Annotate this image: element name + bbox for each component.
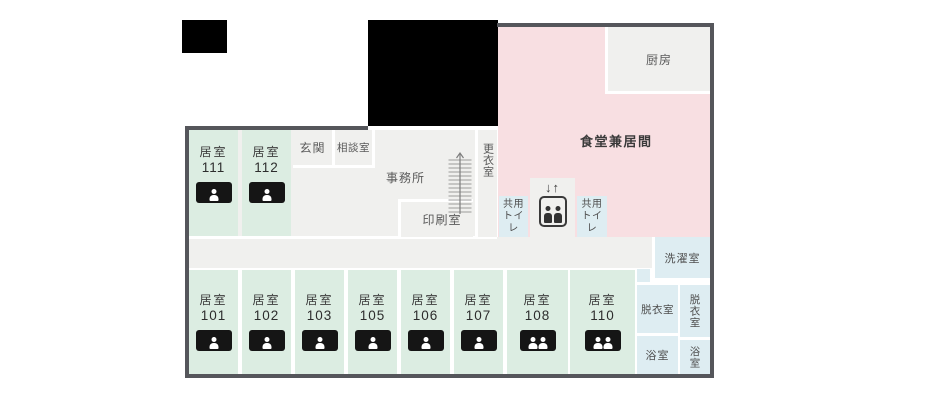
room-label: 居室 (199, 145, 228, 160)
kitchen-room: 厨房 (605, 27, 710, 94)
person-silhouette (474, 337, 483, 349)
room-label: 居室 (411, 293, 440, 308)
person-silhouette (315, 337, 324, 349)
occupant-icon (195, 181, 232, 203)
room-label: 居室 (523, 293, 552, 308)
room-label: 居室 (252, 293, 281, 308)
residence-room-111[interactable]: 居室 111 (189, 130, 238, 236)
undressing-room-left: 脱衣室 (637, 285, 678, 333)
person-silhouette (603, 337, 612, 349)
corridor-divider-line (189, 236, 497, 239)
residence-room-112[interactable]: 居室 112 (242, 130, 291, 236)
residence-room-103[interactable]: 居室 103 (295, 270, 344, 374)
dining-room-label: 食堂兼居間 (580, 134, 653, 149)
stairs-icon (448, 149, 472, 216)
room-number: 110 (590, 307, 615, 323)
occupant-icon (195, 329, 232, 351)
room-number: 101 (200, 307, 227, 323)
toilet-label-line1: 共用 (581, 198, 603, 210)
room-label: 居室 (252, 145, 281, 160)
room-label: 居室 (199, 293, 228, 308)
person-silhouette (538, 337, 547, 349)
wall-right (710, 23, 714, 378)
bath-label: 浴室 (688, 345, 701, 369)
room-number: 108 (524, 307, 551, 323)
occupant-icon (584, 329, 621, 351)
masked-region-small (182, 20, 227, 53)
office-label: 事務所 (386, 171, 426, 185)
room-label: 居室 (588, 293, 617, 308)
room-number: 106 (412, 307, 439, 323)
residence-room-105[interactable]: 居室 105 (348, 270, 397, 374)
kitchen-label: 厨房 (645, 52, 672, 67)
person-silhouette (209, 337, 218, 349)
occupant-icon (460, 329, 497, 351)
residence-room-101[interactable]: 居室 101 (189, 270, 238, 374)
consultation-label: 相談室 (337, 142, 370, 154)
consultation-room: 相談室 (335, 130, 375, 168)
laundry-room: 洗濯室 (652, 237, 710, 281)
person-silhouette (421, 337, 430, 349)
room-number: 112 (254, 159, 279, 175)
room-number: 107 (465, 307, 492, 323)
wall-top-right (497, 23, 714, 27)
room-number: 105 (359, 307, 386, 323)
corridor (189, 237, 652, 268)
print-room-label: 印刷室 (422, 213, 462, 227)
elevator: ↓↑ (530, 178, 575, 237)
person-silhouette (593, 337, 602, 349)
wall-top-left (185, 126, 368, 130)
undressing-label: 脱衣室 (688, 293, 701, 329)
person-silhouette (368, 337, 377, 349)
entrance-label: 玄関 (299, 141, 326, 155)
wall-left (185, 126, 189, 378)
toilet-label-line2: トイレ (503, 210, 524, 234)
occupant-icon (354, 329, 391, 351)
person-silhouette (262, 337, 271, 349)
occupant-icon (519, 329, 556, 351)
occupant-icon (248, 329, 285, 351)
room-number: 103 (306, 307, 333, 323)
residence-room-102[interactable]: 居室 102 (242, 270, 291, 374)
residence-room-108[interactable]: 居室 108 (507, 270, 568, 374)
person-silhouette (262, 189, 271, 201)
shared-toilet-right: 共用 トイレ (577, 196, 607, 237)
corridor-nook (637, 269, 650, 282)
residence-room-107[interactable]: 居室 107 (454, 270, 503, 374)
elevator-icon (538, 196, 567, 227)
shared-toilet-left: 共用 トイレ (499, 196, 528, 237)
person-figure (544, 206, 552, 223)
masked-region-large (368, 20, 498, 126)
toilet-label-line1: 共用 (503, 198, 524, 210)
wall-bottom (185, 374, 714, 378)
room-label: 居室 (464, 293, 493, 308)
elevator-direction-arrows: ↓↑ (545, 180, 560, 195)
toilet-label-line2: トイレ (581, 210, 603, 234)
changing-room-label: 更衣室 (481, 143, 494, 178)
bath-room-left: 浴室 (637, 336, 678, 374)
room-label: 居室 (305, 293, 334, 308)
bath-room-right: 浴室 (680, 340, 710, 374)
undressing-room-right: 脱衣室 (680, 285, 710, 337)
entrance-room: 玄関 (293, 130, 335, 168)
person-figure (554, 206, 562, 223)
changing-room: 更衣室 (475, 130, 497, 237)
undressing-label: 脱衣室 (641, 303, 674, 316)
residence-room-106[interactable]: 居室 106 (401, 270, 450, 374)
room-number: 102 (253, 307, 280, 323)
bath-label: 浴室 (645, 350, 670, 362)
laundry-label: 洗濯室 (664, 252, 701, 265)
occupant-icon (248, 181, 285, 203)
residence-room-110[interactable]: 居室 110 (570, 270, 635, 374)
occupant-icon (301, 329, 338, 351)
room-number: 111 (201, 159, 226, 175)
person-silhouette (209, 189, 218, 201)
person-silhouette (528, 337, 537, 349)
room-label: 居室 (358, 293, 387, 308)
occupant-icon (407, 329, 444, 351)
